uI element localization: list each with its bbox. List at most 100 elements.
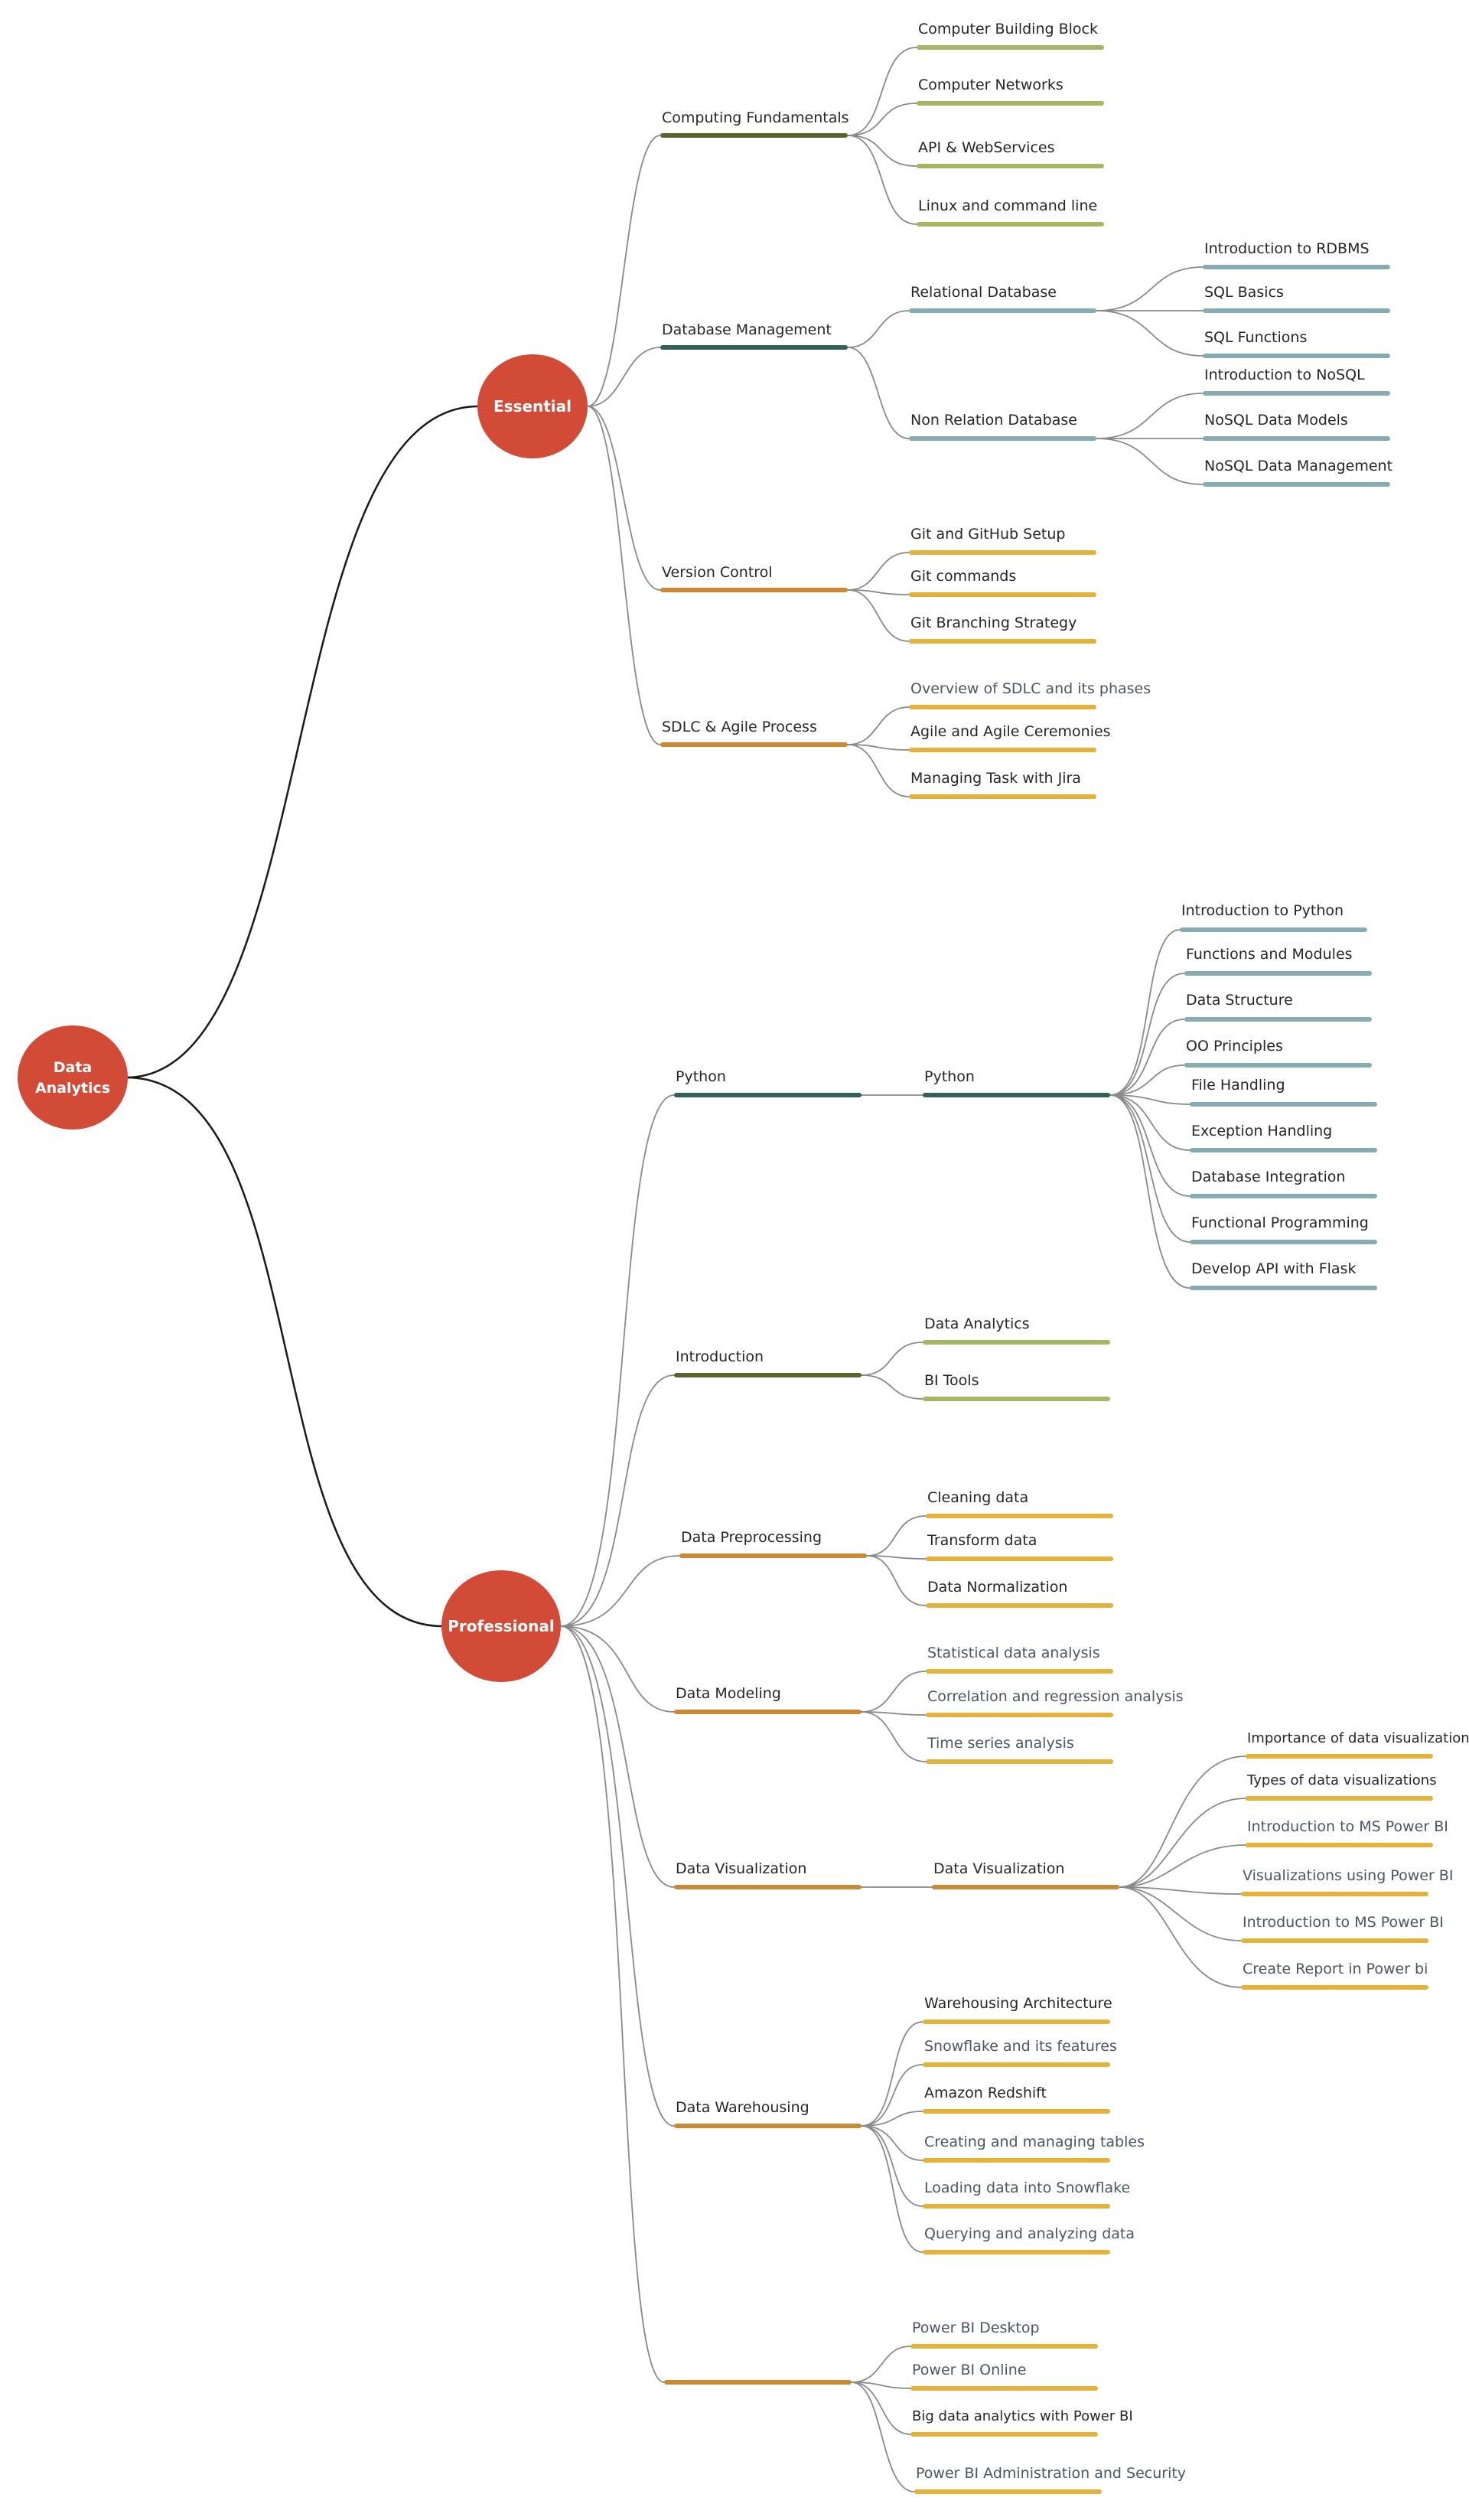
professional-topic-data-modeling[interactable]: Data Modeling: [674, 1685, 862, 1714]
list-item[interactable]: API & WebServices: [917, 139, 1104, 168]
professional-topic-python[interactable]: Python: [674, 1068, 862, 1097]
list-item[interactable]: Importance of data visualization: [1246, 1730, 1469, 1759]
essential-topic-sdlc-agile[interactable]: SDLC & Agile Process: [660, 719, 848, 747]
essential-topic-computing-fundamentals[interactable]: Computing Fundamentals: [660, 109, 849, 138]
connector-root-essential: [125, 405, 480, 1079]
svg-text:Statistical data analysis: Statistical data analysis: [927, 1645, 1100, 1661]
essential-connectors: [587, 47, 1204, 797]
svg-text:Computer Networks: Computer Networks: [918, 77, 1063, 93]
list-item[interactable]: Functions and Modules: [1184, 946, 1372, 976]
professional-topic-unlabeled[interactable]: [664, 2380, 852, 2385]
list-item[interactable]: Overview of SDLC and its phases: [909, 680, 1151, 709]
list-item[interactable]: Database Integration: [1190, 1169, 1377, 1198]
svg-text:Types of data visualizations: Types of data visualizations: [1246, 1772, 1437, 1788]
list-item[interactable]: SQL Functions: [1203, 329, 1390, 358]
list-item[interactable]: Correlation and regression analysis: [926, 1688, 1184, 1717]
list-item[interactable]: Power BI Desktop: [910, 2320, 1098, 2349]
list-item[interactable]: Snowflake and its features: [923, 2038, 1117, 2067]
professional-topic-data-preprocessing[interactable]: Data Preprocessing: [679, 1529, 867, 1558]
svg-text:Git Branching Strategy: Git Branching Strategy: [910, 615, 1077, 631]
professional-topic-introduction[interactable]: Introduction: [674, 1348, 862, 1377]
list-item[interactable]: Agile and Agile Ceremonies: [909, 723, 1111, 752]
list-item[interactable]: Time series analysis: [926, 1735, 1113, 1764]
list-item[interactable]: Create Report in Power bi: [1241, 1961, 1428, 1990]
list-item[interactable]: Introduction to NoSQL: [1203, 367, 1390, 396]
list-item[interactable]: OO Principles: [1184, 1038, 1372, 1068]
svg-text:Python: Python: [924, 1068, 975, 1085]
professional-subtopic-data-visualization[interactable]: Data Visualization: [932, 1860, 1119, 1889]
essential-topic-version-control[interactable]: Version Control: [660, 564, 848, 592]
list-item[interactable]: Functional Programming: [1190, 1214, 1377, 1244]
svg-text:Creating and managing tables: Creating and managing tables: [924, 2134, 1145, 2150]
svg-text:Data Visualization: Data Visualization: [676, 1860, 806, 1877]
list-item[interactable]: Power BI Online: [910, 2362, 1098, 2391]
list-item[interactable]: Computer Building Block: [917, 21, 1104, 50]
svg-text:Computing Fundamentals: Computing Fundamentals: [662, 109, 849, 126]
list-item[interactable]: Linux and command line: [917, 197, 1104, 227]
root-node-label-line1: Data: [54, 1059, 93, 1076]
svg-text:Data Normalization: Data Normalization: [927, 1579, 1067, 1596]
svg-text:Database Management: Database Management: [662, 321, 832, 338]
list-item[interactable]: Data Normalization: [926, 1579, 1113, 1608]
list-item[interactable]: NoSQL Data Models: [1203, 412, 1390, 441]
svg-text:Correlation and regression ana: Correlation and regression analysis: [927, 1688, 1184, 1705]
svg-text:Data Visualization: Data Visualization: [933, 1860, 1064, 1877]
list-item[interactable]: Develop API with Flask: [1190, 1260, 1377, 1290]
professional-node[interactable]: Professional: [441, 1570, 561, 1682]
list-item[interactable]: Statistical data analysis: [926, 1645, 1113, 1674]
essential-topic-database-management[interactable]: Database Management: [660, 321, 848, 350]
list-item[interactable]: Loading data into Snowflake: [923, 2179, 1130, 2209]
svg-text:Develop API with Flask: Develop API with Flask: [1191, 1260, 1356, 1277]
svg-text:Importance of data visualizati: Importance of data visualization: [1247, 1730, 1469, 1746]
essential-node-label: Essential: [493, 397, 572, 416]
list-item[interactable]: Data Structure: [1184, 992, 1372, 1022]
svg-text:Managing Task with Jira: Managing Task with Jira: [910, 770, 1081, 787]
root-node[interactable]: Data Analytics: [18, 1025, 128, 1130]
list-item[interactable]: Visualizations using Power BI: [1241, 1867, 1453, 1896]
list-item[interactable]: Power BI Administration and Security: [914, 2465, 1186, 2494]
list-item[interactable]: File Handling: [1190, 1077, 1377, 1107]
list-item[interactable]: Cleaning data: [926, 1489, 1113, 1518]
list-item[interactable]: Managing Task with Jira: [909, 770, 1096, 799]
list-item[interactable]: Introduction to Python: [1180, 902, 1367, 932]
list-item[interactable]: SQL Basics: [1203, 284, 1390, 313]
group-non-relation-database[interactable]: Non Relation Database: [909, 412, 1096, 441]
list-item[interactable]: Git Branching Strategy: [909, 615, 1096, 644]
svg-text:Functional Programming: Functional Programming: [1191, 1214, 1369, 1231]
list-item[interactable]: Data Analytics: [923, 1315, 1110, 1345]
list-item[interactable]: Warehousing Architecture: [923, 1995, 1112, 2024]
list-item[interactable]: Big data analytics with Power BI: [910, 2408, 1133, 2437]
svg-text:Python: Python: [676, 1068, 726, 1085]
svg-text:Amazon Redshift: Amazon Redshift: [924, 2085, 1047, 2101]
svg-text:Database Integration: Database Integration: [1191, 1169, 1345, 1185]
list-item[interactable]: Exception Handling: [1190, 1123, 1377, 1152]
list-item[interactable]: Querying and analyzing data: [923, 2225, 1135, 2254]
list-item[interactable]: Git and GitHub Setup: [909, 526, 1096, 555]
list-item[interactable]: Types of data visualizations: [1246, 1772, 1437, 1801]
list-item[interactable]: Amazon Redshift: [923, 2085, 1110, 2114]
svg-text:Time series analysis: Time series analysis: [927, 1735, 1074, 1752]
svg-text:Data Warehousing: Data Warehousing: [676, 2099, 809, 2116]
list-item[interactable]: Introduction to MS Power BI: [1241, 1914, 1444, 1943]
list-item[interactable]: Introduction to RDBMS: [1203, 240, 1390, 269]
group-relational-database[interactable]: Relational Database: [909, 284, 1096, 313]
list-item[interactable]: Introduction to MS Power BI: [1246, 1818, 1448, 1847]
svg-text:SQL Basics: SQL Basics: [1204, 284, 1284, 301]
svg-text:Computer Building Block: Computer Building Block: [918, 21, 1098, 37]
svg-text:SDLC & Agile Process: SDLC & Agile Process: [662, 719, 817, 735]
svg-text:Introduction to MS Power BI: Introduction to MS Power BI: [1247, 1818, 1448, 1835]
list-item[interactable]: NoSQL Data Management: [1203, 458, 1392, 487]
svg-text:Cleaning data: Cleaning data: [927, 1489, 1028, 1506]
professional-topic-data-visualization[interactable]: Data Visualization: [674, 1860, 862, 1889]
list-item[interactable]: Git commands: [909, 568, 1096, 597]
list-item[interactable]: Transform data: [926, 1532, 1113, 1561]
essential-node[interactable]: Essential: [477, 354, 588, 458]
list-item[interactable]: Creating and managing tables: [923, 2134, 1145, 2163]
professional-node-label: Professional: [448, 1617, 555, 1635]
svg-text:Querying and analyzing data: Querying and analyzing data: [924, 2225, 1135, 2242]
professional-subtopic-python[interactable]: Python: [923, 1068, 1110, 1097]
list-item[interactable]: Computer Networks: [917, 77, 1104, 106]
svg-text:Loading data into Snowflake: Loading data into Snowflake: [924, 2179, 1130, 2196]
list-item[interactable]: BI Tools: [923, 1372, 1110, 1401]
professional-topic-data-warehousing[interactable]: Data Warehousing: [674, 2099, 862, 2128]
